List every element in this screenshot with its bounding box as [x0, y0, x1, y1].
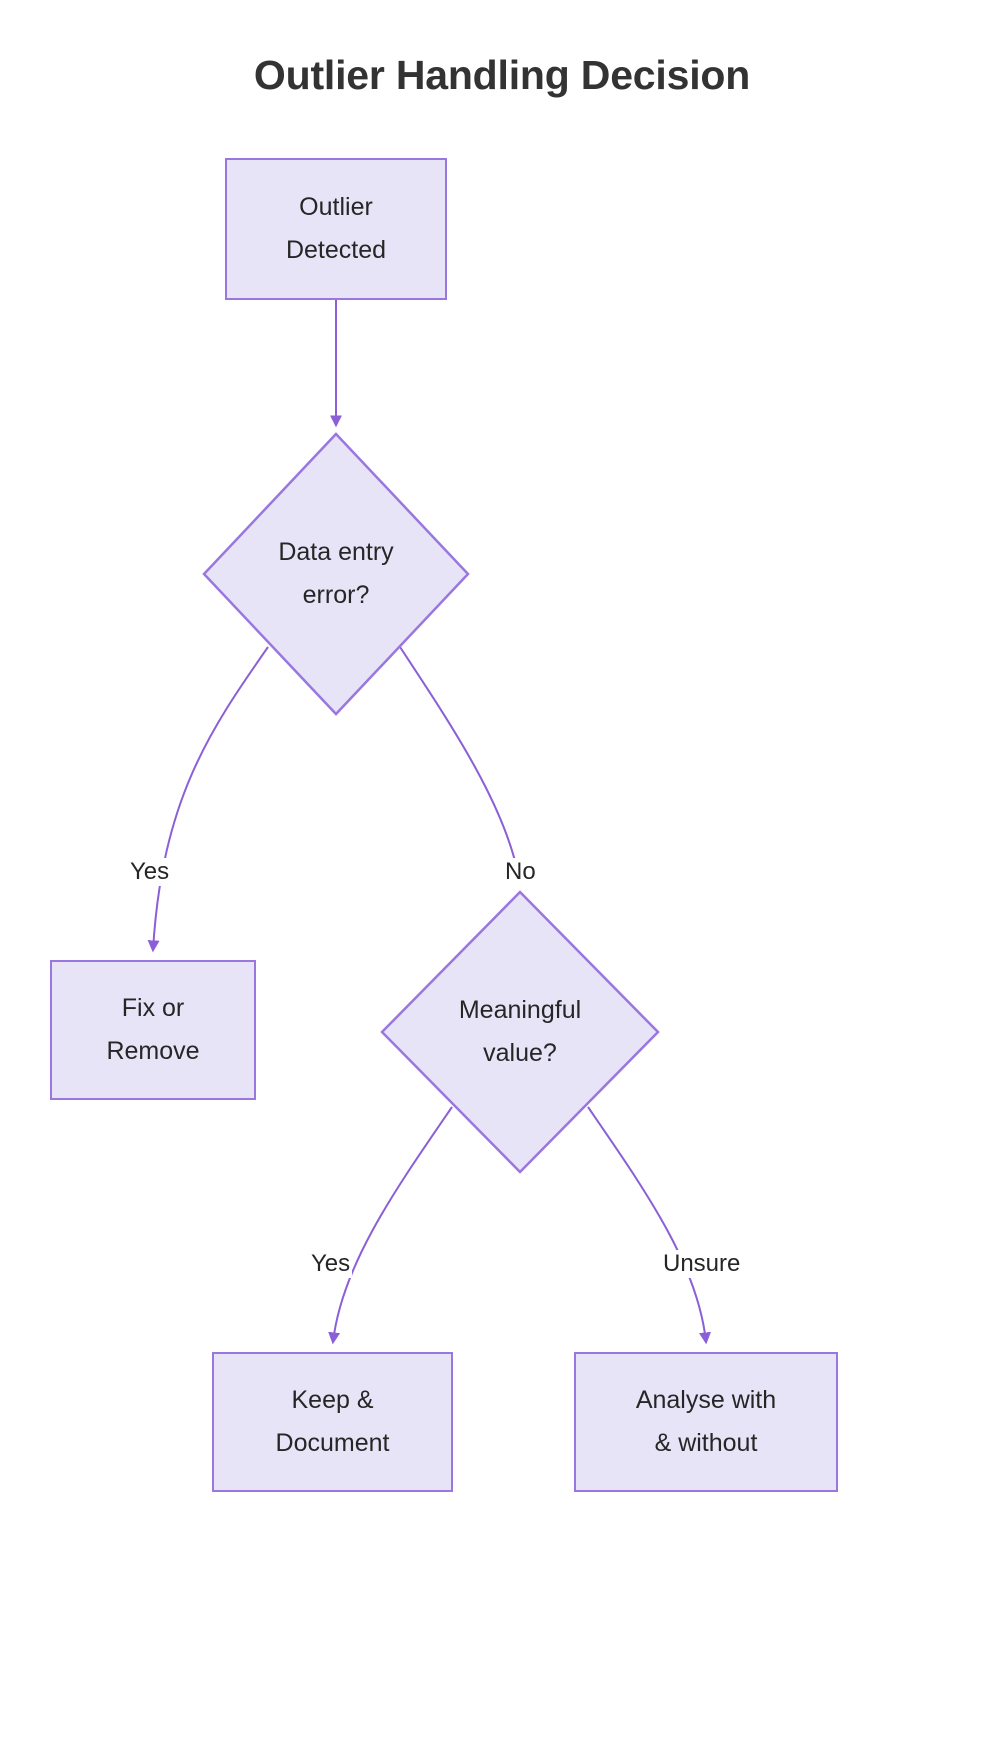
- node-outlier-detected[interactable]: Outlier Detected: [225, 158, 447, 300]
- node-label-line: Outlier: [299, 193, 373, 221]
- edge-label-no-data-entry: No: [503, 858, 538, 886]
- node-label-line: value?: [483, 1039, 557, 1067]
- node-label-line: Remove: [106, 1037, 200, 1065]
- node-label-group: Meaningful value?: [380, 989, 660, 1075]
- node-label-line: Document: [275, 1429, 390, 1457]
- node-label-line: Meaningful: [458, 996, 582, 1024]
- node-label-group: Data entry error?: [202, 531, 470, 617]
- node-label-line: error?: [302, 581, 370, 609]
- node-label-line: Fix or: [121, 994, 185, 1022]
- node-data-entry-error[interactable]: Data entry error?: [202, 432, 470, 716]
- node-label-line: & without: [654, 1429, 758, 1457]
- edge-label-yes-data-entry: Yes: [128, 858, 172, 886]
- node-label-line: Detected: [285, 236, 387, 264]
- page-title: Outlier Handling Decision: [253, 52, 751, 98]
- diamond-shape: [202, 432, 470, 716]
- edge-label-unsure-meaningful: Unsure: [661, 1250, 743, 1278]
- node-label-line: Analyse with: [635, 1386, 777, 1414]
- node-meaningful-value[interactable]: Meaningful value?: [380, 890, 660, 1174]
- node-fix-or-remove[interactable]: Fix or Remove: [50, 960, 256, 1100]
- diamond-shape: [380, 890, 660, 1174]
- node-label-line: Data entry: [278, 538, 394, 566]
- node-analyse-with-and-without[interactable]: Analyse with & without: [574, 1352, 838, 1492]
- edge-label-yes-meaningful: Yes: [309, 1250, 353, 1278]
- node-keep-and-document[interactable]: Keep & Document: [212, 1352, 453, 1492]
- node-label-line: Keep &: [291, 1386, 374, 1414]
